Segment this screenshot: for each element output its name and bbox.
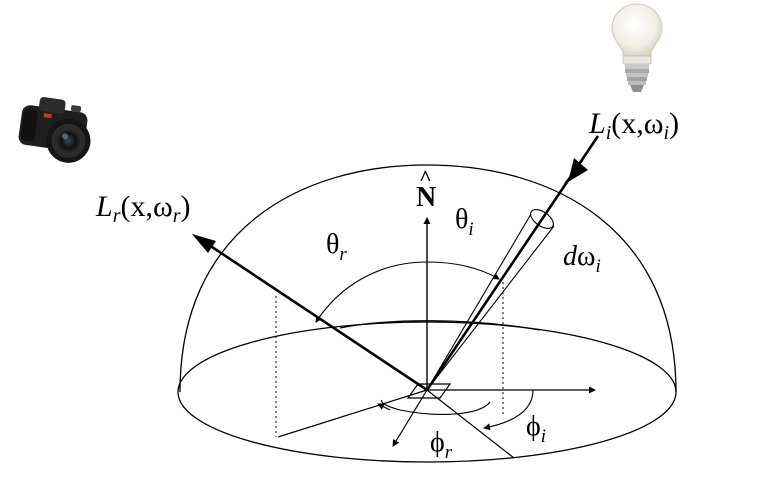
svg-text:^: ^: [419, 165, 432, 190]
label-normal: N ^: [416, 165, 436, 213]
label-Lr: Lr(x,ωr): [95, 190, 191, 227]
projection-lines: [275, 282, 504, 437]
base-plane-lines: [277, 386, 596, 459]
incident-ray-arrowhead: [568, 158, 588, 182]
label-domega: dωi: [563, 241, 601, 277]
phi-r-arc-head: [377, 403, 391, 411]
label-theta-i: θi: [455, 204, 474, 240]
angle-arcs: [315, 261, 534, 431]
light-bulb-icon: [611, 3, 663, 92]
label-Li: Li(x,ωi): [588, 107, 679, 144]
label-phi-i: ϕi: [526, 411, 546, 447]
hemisphere-dome: [179, 164, 677, 393]
svg-text:Lr(x,ωr): Lr(x,ωr): [95, 190, 191, 227]
hemisphere-inner-arc: [339, 320, 541, 331]
camera-icon: [18, 97, 91, 163]
front-right-line: [426, 389, 515, 459]
phi-r-axis: [392, 389, 428, 447]
theta-i-arc: [426, 261, 500, 280]
svg-text:θr: θr: [326, 229, 347, 265]
back-left-line: [277, 389, 428, 438]
reflected-ray-arrowhead: [192, 234, 216, 253]
surface-patch: [406, 383, 452, 399]
phi-i-arc: [483, 389, 534, 431]
reflected-ray: [202, 239, 428, 392]
label-phi-r: ϕr: [430, 427, 453, 463]
theta-r-arc: [315, 261, 428, 323]
phi-r-arc: [381, 399, 491, 415]
svg-text:N: N: [416, 182, 436, 213]
svg-text:Li(x,ωi): Li(x,ωi): [588, 107, 679, 144]
svg-text:θi: θi: [455, 204, 474, 240]
svg-text:ϕr: ϕr: [430, 427, 453, 463]
svg-text:ϕi: ϕi: [526, 411, 546, 447]
svg-text:dωi: dωi: [563, 241, 601, 277]
label-theta-r: θr: [326, 229, 347, 265]
